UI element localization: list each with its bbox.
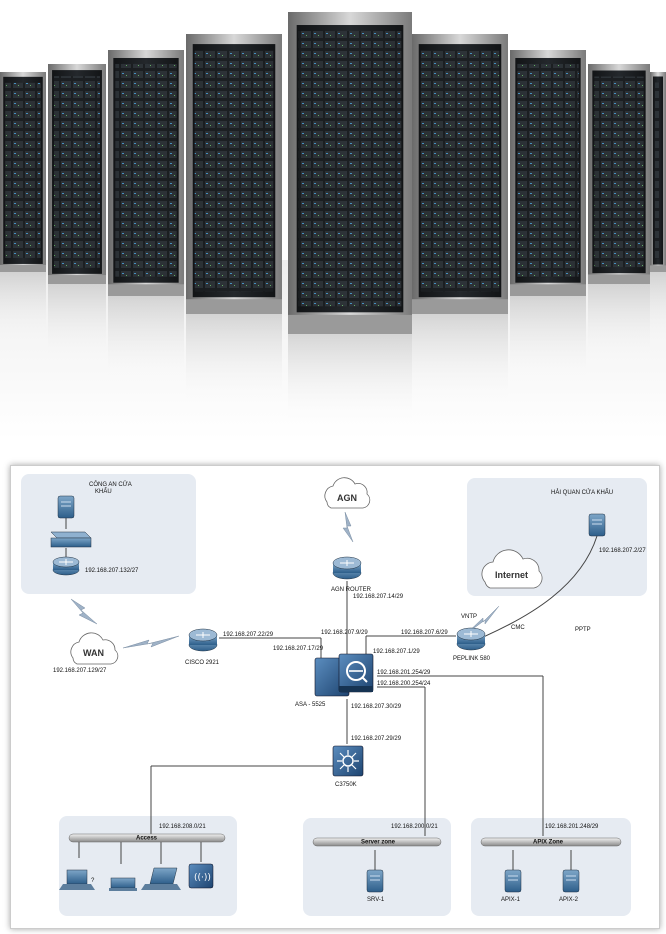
c3750k-switch-icon	[332, 745, 364, 777]
svg-text:((·)): ((·))	[194, 873, 211, 883]
ip-apix-net: 192.168.201.248/29	[545, 824, 599, 830]
wan-label: WAN	[83, 648, 104, 658]
ip-asa-server: 192.168.200.254/24	[377, 681, 431, 687]
cong-an-zone-title-2: KHẨU	[95, 488, 112, 495]
question-mark-icon: ?	[91, 878, 95, 884]
cong-an-server-icon	[57, 495, 75, 519]
cisco-2921-label: CISCO 2921	[185, 660, 220, 666]
agn-router-label: AGN ROUTER	[331, 587, 372, 593]
cisco-2921-router-icon	[188, 628, 218, 652]
wireless-links	[70, 511, 500, 649]
asa-firewall-icon	[314, 653, 374, 697]
laptop-icon-2	[141, 867, 181, 890]
access-label: Access	[136, 836, 158, 842]
server-rack	[412, 34, 508, 404]
apix-1-icon	[504, 869, 522, 893]
network-diagram-frame: AGN WAN Internet	[10, 465, 660, 929]
server-rack	[108, 50, 184, 383]
pptp-label: PPTP	[575, 627, 591, 633]
agn-router-icon	[332, 556, 362, 580]
desktop-icon	[109, 877, 137, 891]
server-rack	[588, 64, 650, 361]
ip-asa-to-cisco: 192.168.207.17/29	[273, 646, 324, 652]
srv-1-label: SRV-1	[367, 897, 385, 903]
cmc-label: CMC	[511, 625, 525, 631]
server-rack	[288, 12, 412, 424]
server-zone-label: Server zone	[361, 840, 396, 846]
cong-an-router-icon	[52, 556, 80, 576]
server-rack	[0, 72, 46, 342]
server-rack	[48, 64, 106, 361]
apix-zone-pipe: APIX Zone	[480, 837, 622, 847]
asa-label: ASA - 5525	[295, 702, 326, 708]
apix-2-icon	[562, 869, 580, 893]
pptp-link	[480, 535, 598, 639]
apix-2-label: APIX-2	[559, 897, 579, 903]
wan-cloud: WAN	[70, 632, 119, 665]
network-diagram: AGN WAN Internet	[21, 474, 647, 916]
ip-asa-right: 192.168.207.1/29	[373, 649, 420, 655]
srv-1-icon	[366, 869, 384, 893]
laptop-icon: ?	[59, 869, 95, 890]
server-zone-pipe: Server zone	[312, 837, 442, 847]
apix-zone-label: APIX Zone	[533, 840, 564, 846]
server-rack	[186, 34, 282, 404]
c3750k-label: C3750K	[335, 782, 357, 788]
ip-asa-down: 192.168.207.30/29	[351, 704, 402, 710]
ip-wan: 192.168.207.129/27	[53, 668, 107, 674]
ip-cong-an-router: 192.168.207.132/27	[85, 568, 139, 574]
ip-server-net: 192.168.200.0/21	[391, 824, 438, 830]
apix-1-label: APIX-1	[501, 897, 521, 903]
ip-cisco-out: 192.168.207.22/29	[223, 632, 274, 638]
apix-zone	[471, 818, 631, 916]
ip-asa-top: 192.168.207.9/29	[321, 630, 368, 636]
cong-an-switch-icon	[50, 531, 92, 548]
internet-cloud: Internet	[481, 549, 543, 589]
hai-quan-zone-title: HẢI QUAN CỬA KHẨU	[551, 489, 613, 496]
ip-access-net: 192.168.208.0/21	[159, 824, 206, 830]
access-network-pipe: Access	[68, 833, 226, 843]
internet-label: Internet	[495, 570, 528, 580]
server-rack	[650, 72, 666, 342]
server-rack	[510, 50, 586, 383]
ip-peplink-side: 192.168.207.6/29	[401, 630, 448, 636]
ip-c3750-up: 192.168.207.29/29	[351, 736, 402, 742]
wireless-ap-icon: ((·))	[188, 863, 214, 889]
server-racks-photo	[0, 0, 666, 440]
peplink-router-icon	[456, 627, 486, 651]
cong-an-zone-title-1: CÔNG AN CỬA	[89, 481, 132, 488]
agn-label: AGN	[337, 493, 357, 503]
peplink-label: PEPLINK 580	[453, 656, 491, 662]
ip-asa-apix: 192.168.201.254/29	[377, 670, 431, 676]
ip-hai-quan: 192.168.207.2/27	[599, 548, 646, 554]
ip-agn-router: 192.168.207.14/29	[353, 594, 404, 600]
agn-cloud: AGN	[324, 477, 371, 509]
vntp-label: VNTP	[461, 614, 477, 620]
hai-quan-server-icon	[588, 513, 606, 537]
